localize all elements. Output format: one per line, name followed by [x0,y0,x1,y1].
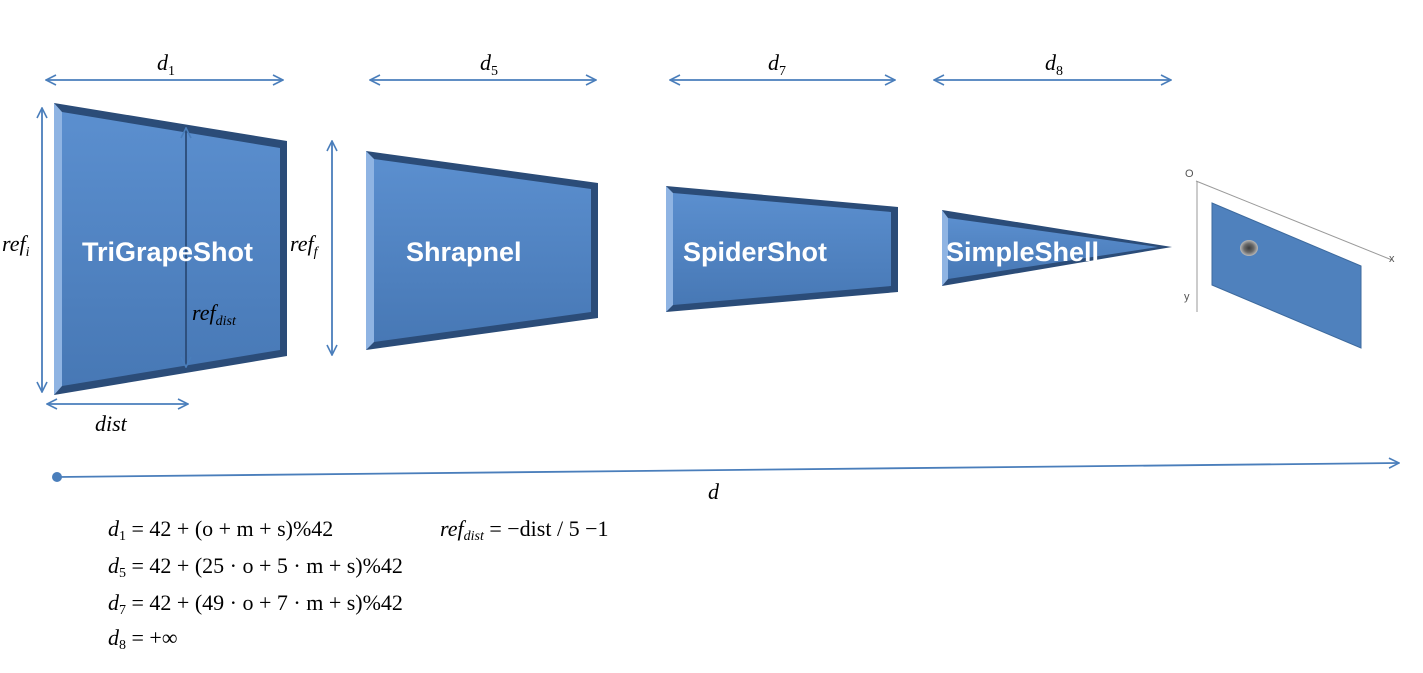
ref-i-label: refi [2,231,30,260]
ref-dist-label: refdist [192,300,237,329]
target-plane: O x y [1184,168,1395,349]
spidershot-shape [666,186,898,312]
axis-x-label: x [1389,253,1395,265]
axis-y-label: y [1184,291,1190,303]
ref-f-label: reff [290,231,320,260]
simpleshell-shape [942,210,1172,286]
axis-origin-label: O [1185,168,1194,180]
d7-label: d7 [768,50,786,79]
d8-label: d8 [1045,50,1063,79]
dist-label: dist [95,411,128,436]
shrapnel-label: Shrapnel [406,237,522,267]
trigrapeshot-label: TriGrapeShot [82,237,253,267]
d5-label: d5 [480,50,498,79]
spidershot-label: SpiderShot [683,237,827,267]
formula-refdist: refdist = −dist / 5 −1 [440,516,609,544]
trigrapeshot-shape [54,103,287,395]
simpleshell-label: SimpleShell [946,237,1099,267]
d-arrow-start-dot [52,472,62,482]
formula-d5: d5 = 42 + (25 · o + 5 · m + s)%42 [108,553,403,581]
impact-hole [1240,240,1258,256]
d1-label: d1 [157,50,175,79]
formula-d8: d8 = +∞ [108,625,178,653]
formula-d7: d7 = 42 + (49 · o + 7 · m + s)%42 [108,590,403,618]
d-arrow [57,463,1399,478]
shrapnel-shape [366,151,598,350]
d-label: d [708,479,720,504]
formula-d1: d1 = 42 + (o + m + s)%42 [108,516,334,544]
